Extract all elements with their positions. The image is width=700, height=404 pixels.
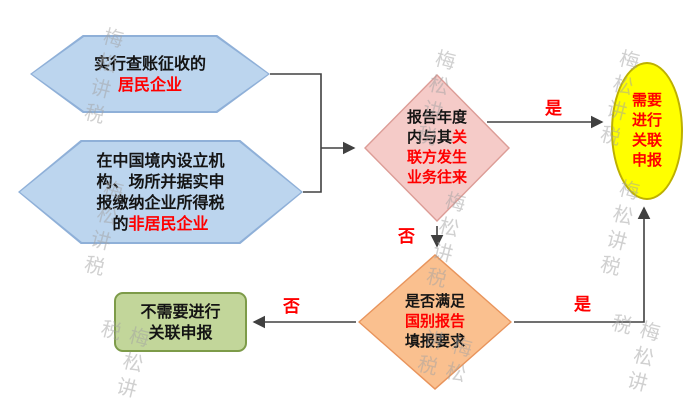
hexagon-fill bbox=[32, 37, 268, 111]
hexagon-fill bbox=[20, 142, 301, 242]
label-yes-cbc: 是 bbox=[574, 295, 591, 315]
diamond-related-dealings: 报告年度内与其关联方发生业务往来 bbox=[364, 74, 510, 222]
diamond-cbc-report: 是否满足国别报告填报要求 bbox=[358, 254, 512, 390]
resident-prefix-text: 实行查账征收的 bbox=[93, 53, 206, 73]
cbc-highlight-text: 国别报告 bbox=[404, 312, 465, 331]
diamond-cbc-report-text: 是否满足国别报告填报要求 bbox=[358, 254, 512, 390]
dealings-highlight-text: 关联方发生业务往来 bbox=[406, 128, 468, 186]
ellipse-need-filing-text: 需要进行关联申报 bbox=[613, 64, 681, 198]
hexagon-nonresident-text: 在中国境内设立机构、场所并据实申报缴纳企业所得税的非居民企业 bbox=[18, 140, 303, 244]
nonresident-prefix-text: 在中国境内设立机构、场所并据实申报缴纳企业所得税的 bbox=[96, 150, 225, 234]
label-no-cbc: 否 bbox=[283, 297, 300, 317]
need-filing-text: 需要进行关联申报 bbox=[631, 91, 662, 169]
dealings-prefix-text: 报告年度内与其 bbox=[406, 108, 467, 147]
box-no-filing-text: 不需要进行关联申报 bbox=[116, 294, 245, 350]
nonresident-highlight-text: 非居民企业 bbox=[128, 214, 209, 234]
hexagon-nonresident-enterprise: 在中国境内设立机构、场所并据实申报缴纳企业所得税的非居民企业 bbox=[18, 140, 303, 244]
label-no-dealings: 否 bbox=[398, 227, 415, 247]
hexagon-resident-text: 实行查账征收的居民企业 bbox=[30, 35, 270, 113]
ellipse-need-filing: 需要进行关联申报 bbox=[611, 62, 683, 200]
cbc-prefix-text: 是否满足 bbox=[404, 292, 465, 311]
no-filing-text: 不需要进行关联申报 bbox=[140, 301, 221, 342]
resident-highlight-text: 居民企业 bbox=[117, 75, 182, 94]
watermark: 梅松讲税 bbox=[605, 310, 663, 400]
box-no-filing: 不需要进行关联申报 bbox=[114, 292, 247, 352]
label-yes-dealings: 是 bbox=[545, 99, 562, 119]
diamond-related-dealings-text: 报告年度内与其关联方发生业务往来 bbox=[364, 74, 510, 222]
cbc-suffix-text: 填报要求 bbox=[404, 331, 465, 350]
hexagon-resident-enterprise: 实行查账征收的居民企业 bbox=[30, 35, 270, 113]
